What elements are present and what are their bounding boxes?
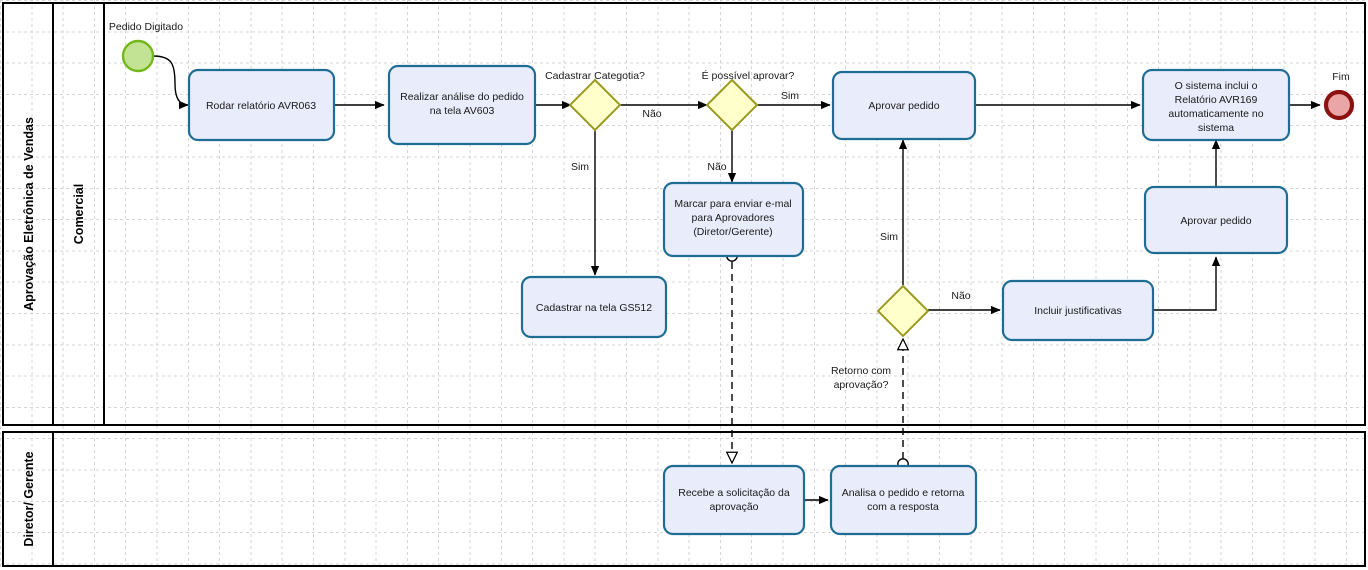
gateway-label-retorno-line2: aprovação?: [834, 379, 889, 391]
task-label-t2-line2: na tela AV603: [430, 105, 495, 117]
gateway-label-e-possivel-aprovar: É possível aprovar?: [702, 69, 795, 82]
task-label-t10-line2: com a resposta: [867, 501, 939, 513]
message-flows: [727, 250, 908, 470]
edge-label-g1-nao: Não: [642, 108, 661, 120]
task-label-t9-line2: aprovação: [709, 501, 758, 513]
task-label-t8: Incluir justificativas: [1034, 305, 1122, 317]
pool-label-commercial: Aprovação Eletrônica de Vendas: [22, 117, 36, 311]
lane-label-commercial: Comercial: [72, 184, 86, 244]
task-marcar-enviar-email[interactable]: Marcar para enviar e-mal para Aprovadore…: [662, 181, 805, 258]
gateway-label-cadastrar-categoria: Cadastrar Categotia?: [545, 70, 645, 82]
edge-label-g2-sim: Sim: [781, 90, 799, 102]
end-event-label: Fim: [1332, 71, 1350, 83]
edge-label-g1-sim: Sim: [571, 161, 589, 173]
gateway-cadastrar-categoria[interactable]: Cadastrar Categotia?: [545, 70, 645, 132]
task-recebe-solicitacao[interactable]: Recebe a solicitação da aprovação: [662, 464, 806, 536]
edge-label-g3-nao: Não: [951, 290, 970, 302]
flow-start-to-t1: [152, 55, 189, 110]
task-label-t4-line3: (Diretor/Gerente): [693, 226, 772, 238]
task-incluir-justificativas[interactable]: Incluir justificativas: [1001, 279, 1155, 342]
task-label-t4-line1: Marcar para enviar e-mal: [674, 198, 791, 210]
gateway-label-retorno-line1: Retorno com: [831, 365, 891, 377]
task-aprovar-pedido-comercial[interactable]: Aprovar pedido: [831, 70, 977, 141]
gateway-retorno-com-aprovacao[interactable]: Retorno com aprovação?: [831, 284, 930, 391]
task-label-t6-line4: sistema: [1198, 122, 1234, 134]
sequence-flows: [152, 55, 1321, 505]
task-label-t5: Aprovar pedido: [868, 100, 939, 112]
task-label-t6-line1: O sistema inclui o: [1175, 80, 1258, 92]
start-event[interactable]: Pedido Digitado: [109, 21, 183, 73]
pool-director: Diretor/ Gerente: [2, 431, 1366, 567]
flow-t8-to-t7: [1153, 256, 1221, 311]
task-label-t2-line1: Realizar análise do pedido: [400, 91, 524, 103]
task-label-t6-line2: Relatório AVR169: [1175, 94, 1258, 106]
task-analisa-pedido-retorna[interactable]: Analisa o pedido e retorna com a respost…: [829, 464, 978, 536]
task-label-t1: Rodar relatório AVR063: [206, 100, 316, 112]
edge-label-g3-sim: Sim: [880, 231, 898, 243]
task-label-t4-line2: para Aprovadores: [692, 212, 775, 224]
task-label-t10-line1: Analisa o pedido e retorna: [842, 487, 965, 499]
end-event[interactable]: Fim: [1323, 71, 1355, 121]
pool-label-director: Diretor/ Gerente: [22, 451, 36, 546]
task-cadastrar-tela-gs512[interactable]: Cadastrar na tela GS512: [520, 275, 668, 339]
task-label-t3: Cadastrar na tela GS512: [536, 302, 652, 314]
task-label-t7: Aprovar pedido: [1180, 215, 1251, 227]
edge-label-g2-nao: Não: [707, 161, 726, 173]
task-realizar-analise-pedido[interactable]: Realizar análise do pedido na tela AV603: [387, 64, 537, 146]
task-label-t6-line3: automaticamente no: [1168, 108, 1263, 120]
pool-commercial: Aprovação Eletrônica de Vendas Comercial: [2, 2, 1366, 426]
task-rodar-relatorio-avr063[interactable]: Rodar relatório AVR063: [187, 68, 336, 142]
start-event-label: Pedido Digitado: [109, 21, 183, 33]
gateway-e-possivel-aprovar[interactable]: É possível aprovar?: [702, 69, 795, 132]
edge-labels: Não Sim Sim Não Sim Não: [571, 90, 971, 302]
task-aprovar-pedido-diretoria[interactable]: Aprovar pedido: [1143, 185, 1289, 255]
task-label-t9-line1: Recebe a solicitação da: [678, 487, 790, 499]
task-sistema-inclui-relatorio[interactable]: O sistema inclui o Relatório AVR169 auto…: [1141, 68, 1291, 142]
